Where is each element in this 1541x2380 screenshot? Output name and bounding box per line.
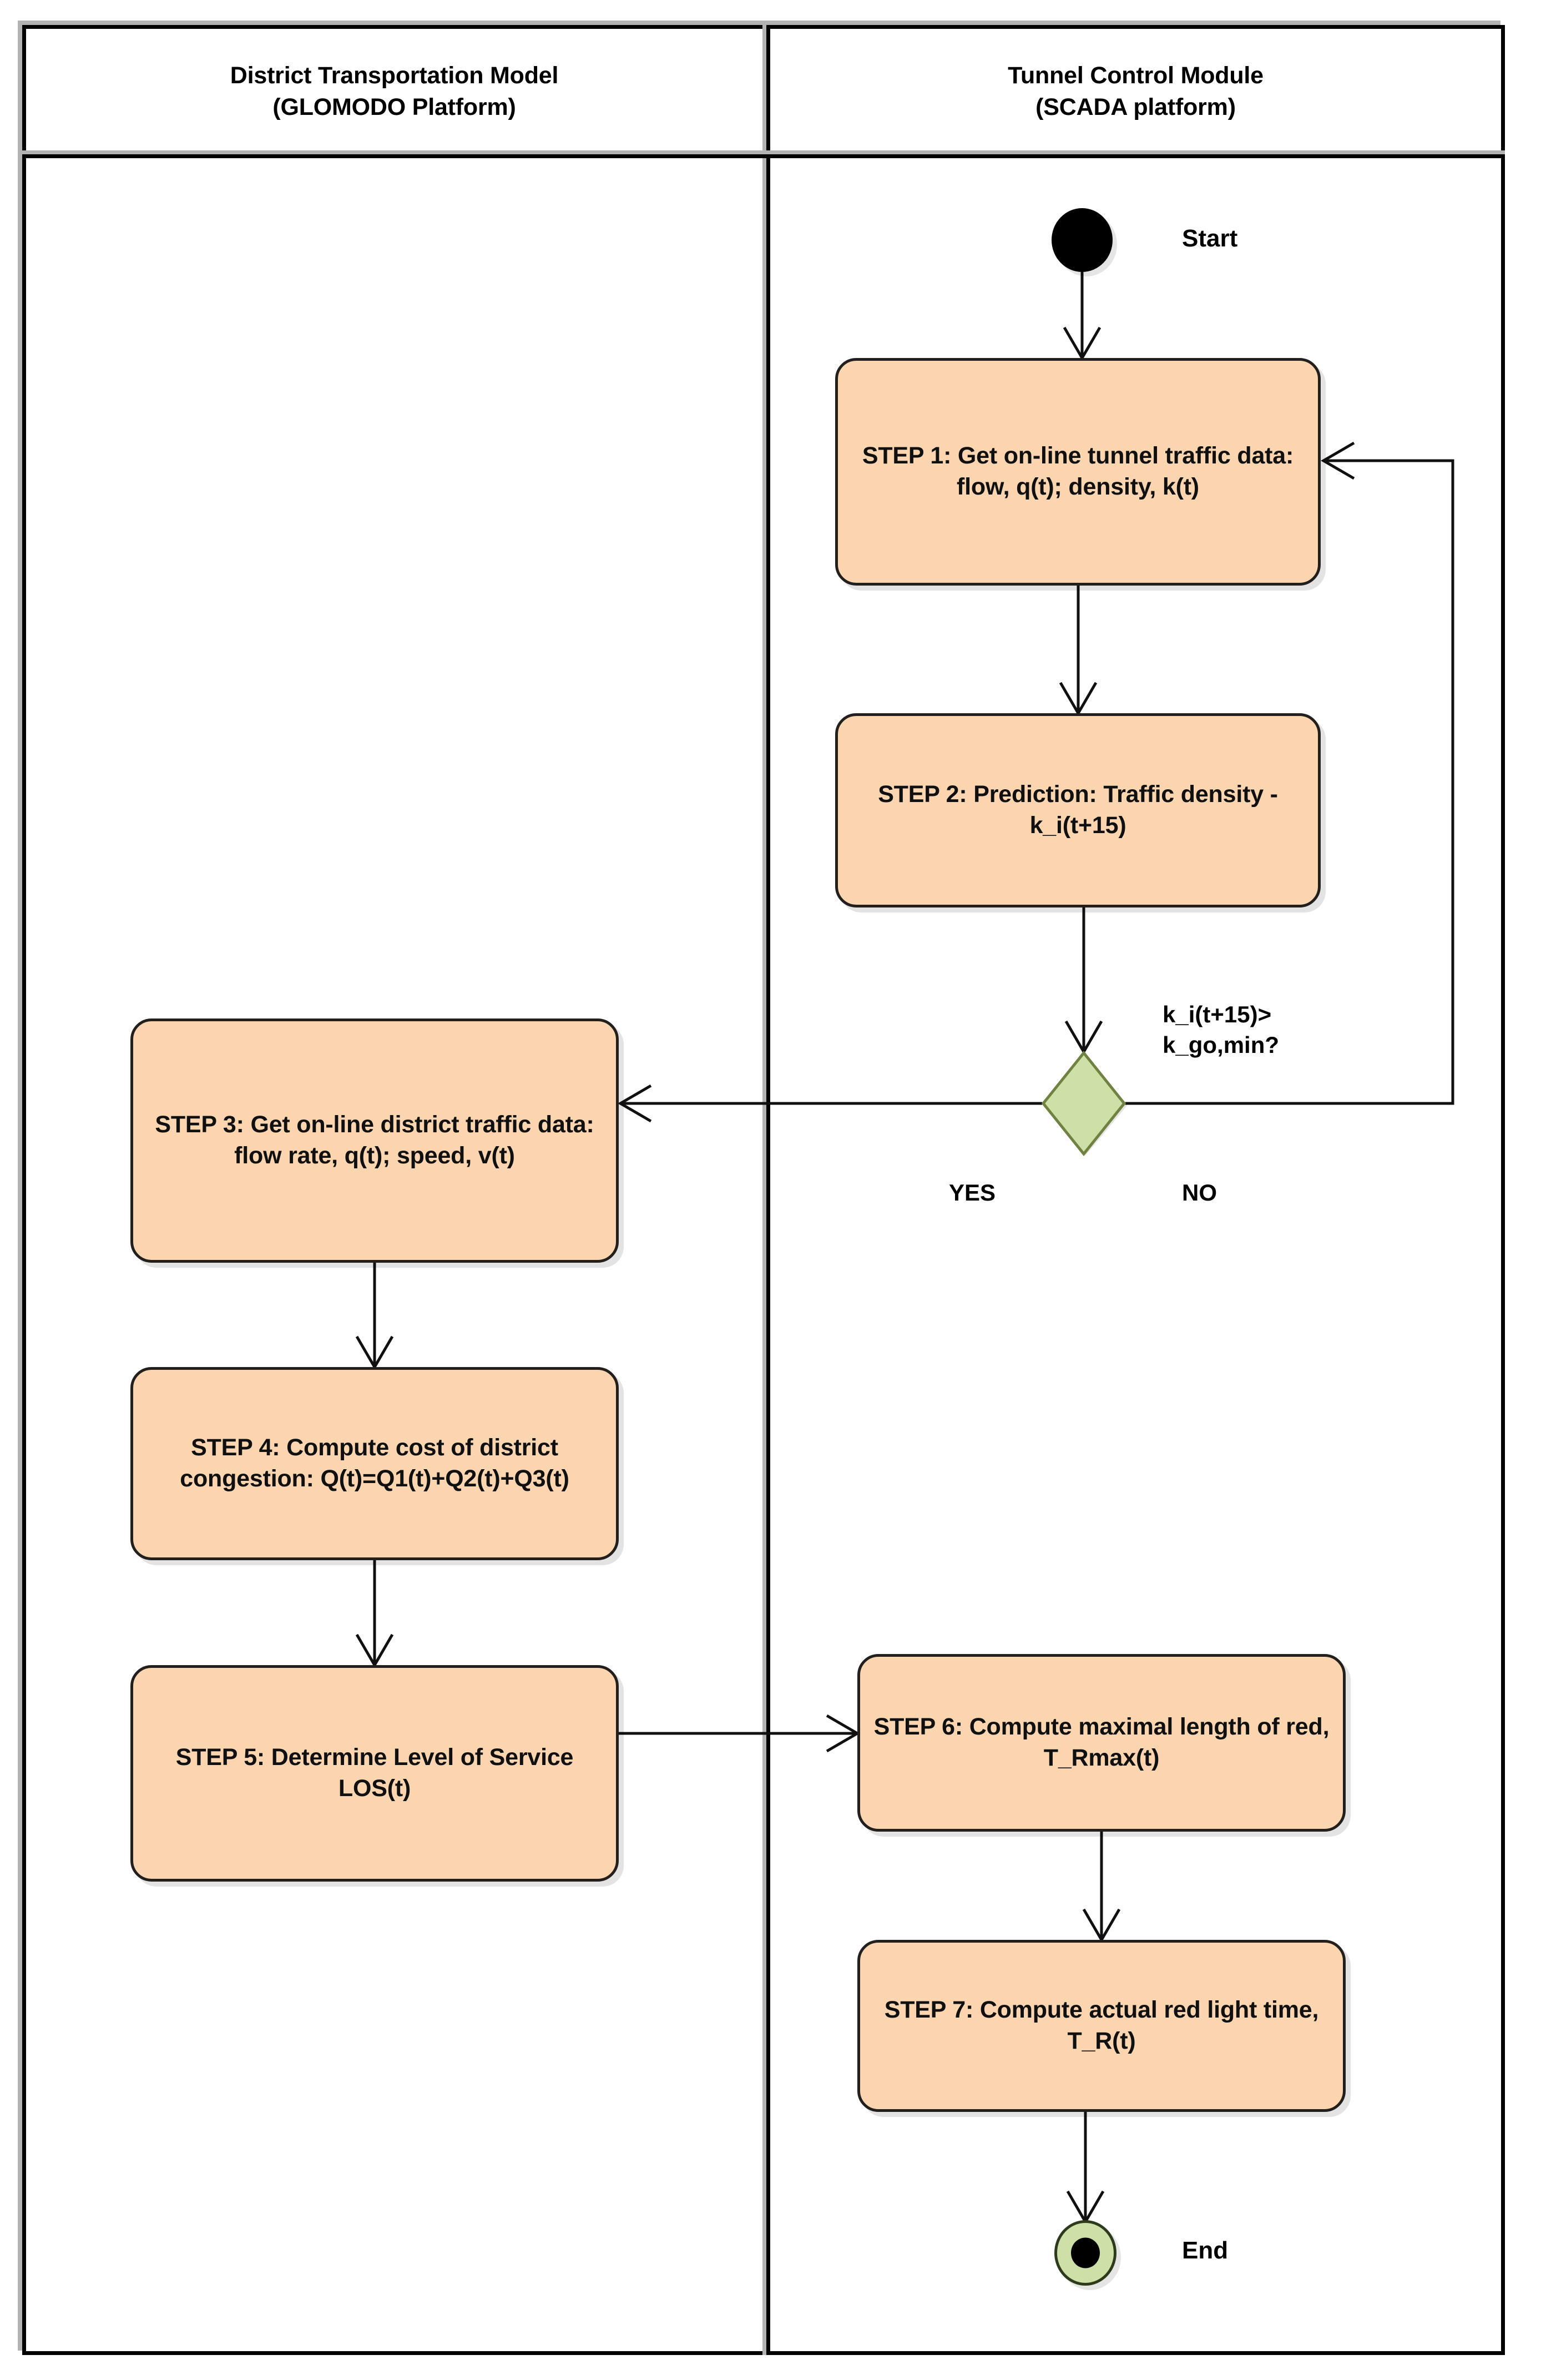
decision-diamond[interactable] xyxy=(1041,1051,1127,1156)
activity-node-step1-text: STEP 1: Get on-line tunnel traffic data:… xyxy=(862,442,1294,500)
activity-node-step1[interactable]: STEP 1: Get on-line tunnel traffic data:… xyxy=(835,358,1321,586)
activity-diagram-frame: District Transportation Model (GLOMODO P… xyxy=(18,21,1505,2355)
start-node-label: Start xyxy=(1182,225,1238,252)
activity-node-step4[interactable]: STEP 4: Compute cost of district congest… xyxy=(130,1367,619,1560)
activity-node-step6[interactable]: STEP 6: Compute maximal length of red, T… xyxy=(857,1654,1346,1832)
activity-node-step4-text: STEP 4: Compute cost of district congest… xyxy=(180,1434,569,1492)
activity-node-step2-text: STEP 2: Prediction: Traffic density - k_… xyxy=(878,781,1278,839)
activity-node-step2[interactable]: STEP 2: Prediction: Traffic density - k_… xyxy=(835,713,1321,907)
lane-title-line-2: (GLOMODO Platform) xyxy=(272,94,516,120)
activity-node-step5-text: STEP 5: Determine Level of Service LOS(t… xyxy=(175,1744,574,1802)
activity-node-step7-text: STEP 7: Compute actual red light time, T… xyxy=(884,1996,1319,2054)
lane-header-district-transportation-model: District Transportation Model (GLOMODO P… xyxy=(26,29,762,154)
header-separator-shadow xyxy=(22,150,1505,154)
activity-node-step7[interactable]: STEP 7: Compute actual red light time, T… xyxy=(857,1940,1346,2112)
start-node-icon xyxy=(1052,208,1113,272)
lane-divider xyxy=(766,25,770,2355)
decision-no-label: NO xyxy=(1182,1179,1217,1206)
lane-title-line-1: Tunnel Control Module xyxy=(1008,62,1264,89)
lane-title-line-1: District Transportation Model xyxy=(230,62,559,89)
activity-node-step5[interactable]: STEP 5: Determine Level of Service LOS(t… xyxy=(130,1665,619,1882)
activity-node-step3[interactable]: STEP 3: Get on-line district traffic dat… xyxy=(130,1018,619,1263)
lane-header-tunnel-control-module: Tunnel Control Module (SCADA platform) xyxy=(770,29,1501,154)
end-node-label: End xyxy=(1182,2237,1229,2264)
decision-yes-label: YES xyxy=(949,1179,996,1206)
header-separator xyxy=(22,154,1505,158)
activity-node-step3-text: STEP 3: Get on-line district traffic dat… xyxy=(155,1111,594,1169)
decision-condition-label: k_i(t+15)> k_go,min? xyxy=(1163,1001,1280,1058)
lane-divider-shadow xyxy=(762,25,766,2355)
activity-node-step6-text: STEP 6: Compute maximal length of red, T… xyxy=(873,1713,1330,1771)
lane-title-line-2: (SCADA platform) xyxy=(1035,94,1236,120)
end-node-icon xyxy=(1054,2220,1116,2286)
